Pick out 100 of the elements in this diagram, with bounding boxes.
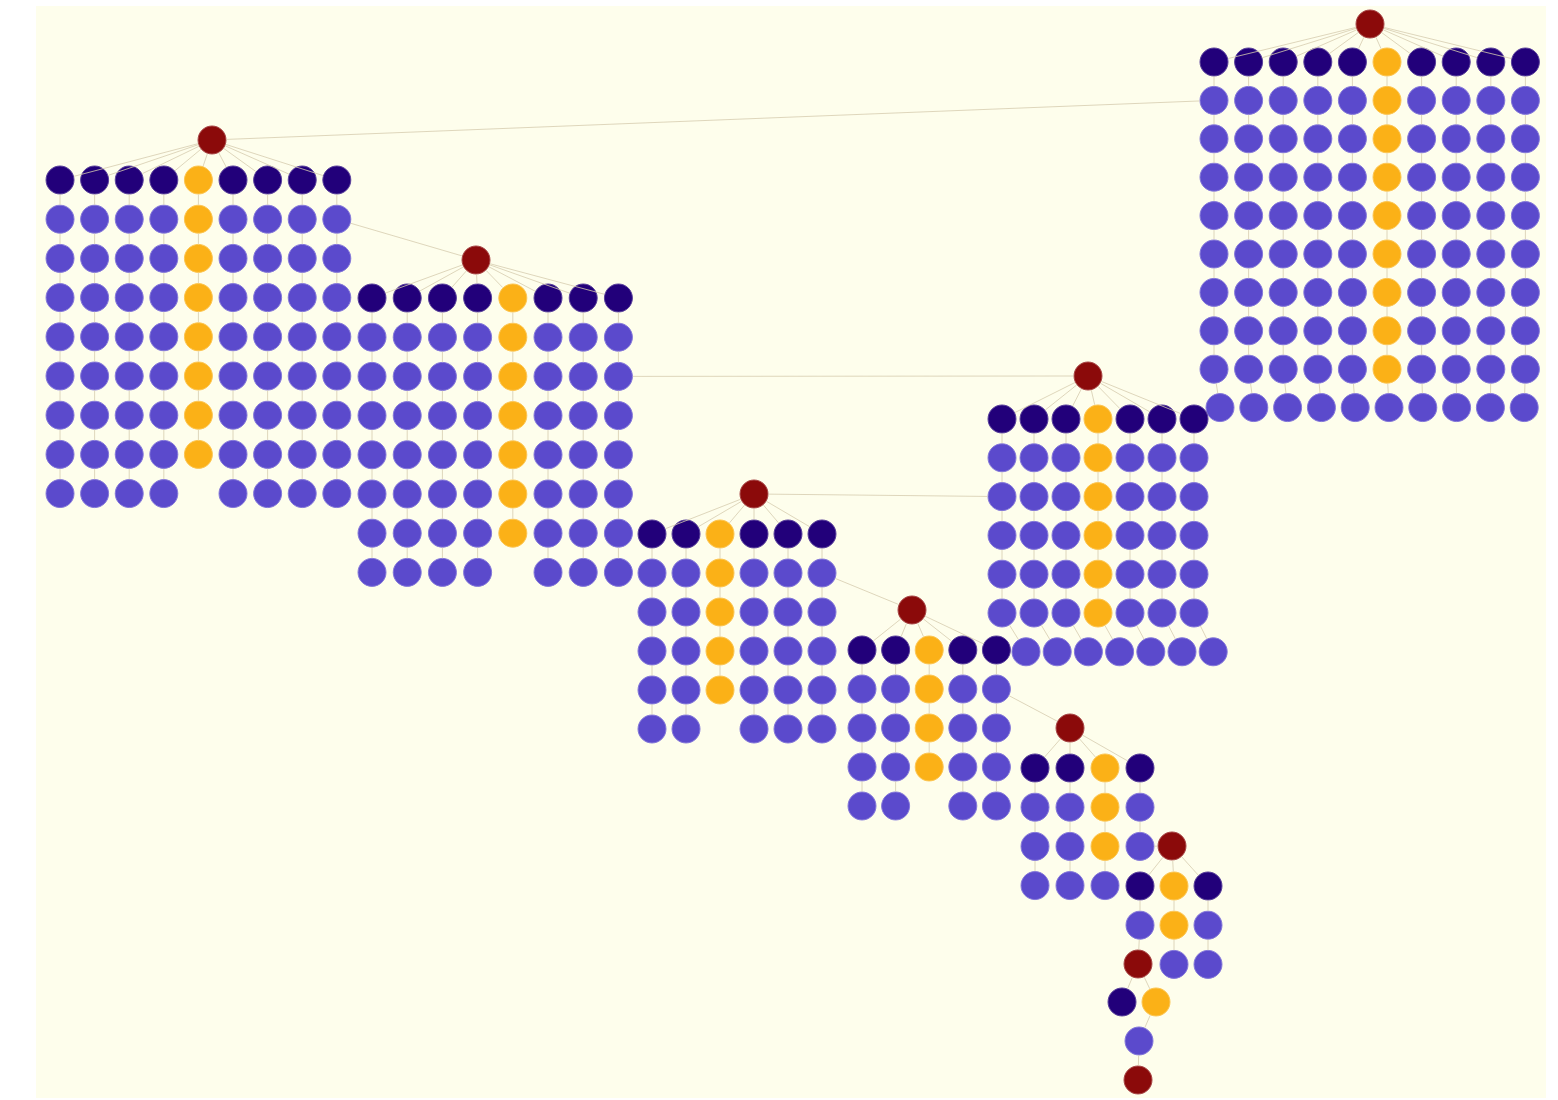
connector-line bbox=[1148, 856, 1164, 876]
tree-node bbox=[149, 322, 179, 352]
connector-line bbox=[1248, 114, 1249, 125]
connector-line bbox=[477, 547, 478, 559]
connector-line bbox=[1008, 695, 1058, 722]
tree-node bbox=[463, 557, 493, 587]
tree-node bbox=[1115, 404, 1145, 434]
tree-node bbox=[149, 204, 179, 234]
tree-node bbox=[149, 439, 179, 469]
tree-node bbox=[987, 404, 1017, 434]
tree-node bbox=[1090, 871, 1120, 901]
tree-node bbox=[253, 204, 283, 234]
tree-node bbox=[218, 243, 248, 273]
connector-line bbox=[225, 144, 324, 176]
connector-line bbox=[267, 390, 268, 402]
tree-node bbox=[1268, 354, 1298, 384]
tree-node bbox=[1407, 201, 1437, 231]
tree-node bbox=[847, 752, 877, 782]
connector-line bbox=[301, 429, 303, 441]
tree-node bbox=[1083, 598, 1113, 628]
connector-line bbox=[1044, 738, 1061, 758]
tree-node bbox=[1199, 201, 1229, 231]
connector-line bbox=[1329, 32, 1359, 54]
tree-node bbox=[807, 714, 837, 744]
tree-node bbox=[1510, 277, 1540, 307]
connector-line bbox=[1136, 625, 1145, 640]
connector-line bbox=[301, 272, 303, 284]
tree-node bbox=[1268, 201, 1298, 231]
connector-line bbox=[1525, 152, 1526, 164]
connector-line bbox=[1352, 191, 1353, 202]
connector-line bbox=[962, 781, 964, 792]
connector-line bbox=[477, 468, 478, 480]
tree-node bbox=[1303, 85, 1333, 115]
connector-line bbox=[1044, 384, 1078, 411]
tree-node bbox=[80, 204, 110, 234]
tree-node bbox=[427, 401, 457, 431]
tree-node bbox=[1125, 910, 1155, 940]
tree-node bbox=[287, 204, 317, 234]
tree-node bbox=[1051, 443, 1081, 473]
connector-line bbox=[488, 266, 536, 292]
connector-line bbox=[128, 468, 130, 480]
tree-node bbox=[568, 518, 598, 548]
tree-node bbox=[1123, 1065, 1153, 1095]
tree-node bbox=[287, 322, 317, 352]
connector-line bbox=[485, 270, 504, 288]
tree-node bbox=[1234, 85, 1264, 115]
tree-node bbox=[463, 518, 493, 548]
connector-line bbox=[895, 664, 896, 675]
tree-node bbox=[671, 597, 701, 627]
tree-node bbox=[1234, 354, 1264, 384]
tree-node bbox=[322, 400, 352, 430]
connector-line bbox=[1386, 344, 1388, 356]
connector-line bbox=[267, 311, 268, 323]
tree-node bbox=[253, 283, 283, 313]
tree-node bbox=[45, 283, 75, 313]
tree-node bbox=[357, 401, 387, 431]
tree-node bbox=[1337, 201, 1367, 231]
tree-node bbox=[603, 361, 633, 391]
connector-line bbox=[1082, 734, 1128, 762]
connector-line bbox=[768, 493, 988, 497]
tree-node bbox=[322, 479, 352, 509]
tree-node bbox=[322, 165, 352, 195]
tree-node bbox=[1090, 753, 1120, 783]
tree-node bbox=[739, 714, 769, 744]
tree-node bbox=[603, 557, 633, 587]
connector-line bbox=[1100, 382, 1150, 413]
tree-node bbox=[498, 518, 528, 548]
connector-line bbox=[582, 312, 584, 324]
tree-node bbox=[637, 714, 667, 744]
tree-node bbox=[1441, 239, 1471, 269]
connector-line bbox=[163, 390, 165, 402]
tree-node bbox=[149, 479, 179, 509]
tree-node bbox=[1510, 239, 1540, 269]
tree-node bbox=[914, 635, 944, 665]
tree-node bbox=[1510, 124, 1540, 154]
connector-line bbox=[1318, 383, 1321, 394]
tree-node bbox=[1147, 520, 1177, 550]
tree-node bbox=[1020, 792, 1050, 822]
connector-line bbox=[1525, 229, 1526, 240]
tree-node bbox=[1268, 316, 1298, 346]
tree-node bbox=[637, 636, 667, 666]
tree-node bbox=[1019, 443, 1049, 473]
tree-node bbox=[253, 400, 283, 430]
tree-node bbox=[287, 439, 317, 469]
tree-node bbox=[1372, 239, 1402, 269]
connector-line bbox=[1353, 383, 1355, 394]
connector-line bbox=[1041, 625, 1051, 640]
tree-node bbox=[218, 400, 248, 430]
tree-node bbox=[1051, 598, 1081, 628]
tree-node bbox=[1199, 316, 1229, 346]
tree-node bbox=[1510, 316, 1540, 346]
tree-node bbox=[603, 518, 633, 548]
tree-node bbox=[739, 675, 769, 705]
connector-line bbox=[1455, 76, 1457, 87]
tree-node bbox=[807, 636, 837, 666]
connector-line bbox=[477, 312, 478, 324]
connector-line bbox=[1352, 76, 1353, 87]
tree-node bbox=[773, 558, 803, 588]
connector-line bbox=[1525, 191, 1526, 202]
connector-line bbox=[1284, 383, 1287, 394]
